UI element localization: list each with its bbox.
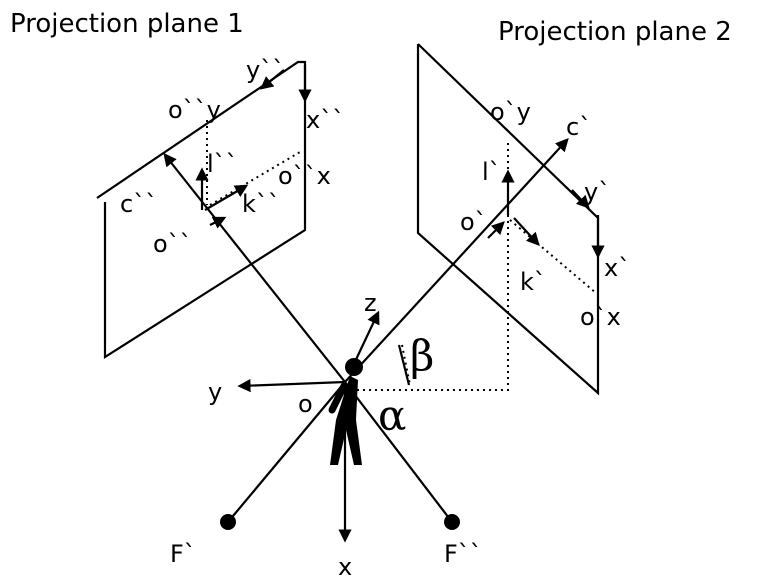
label-x-pp2: x` — [604, 254, 630, 282]
axis-k-pp1 — [204, 184, 249, 211]
label-o: o — [298, 390, 313, 418]
label-alpha: α — [378, 391, 406, 440]
label-c-pp2: c` — [566, 113, 591, 141]
label-ox-pp2: o`x — [580, 303, 621, 331]
label-y: y — [208, 378, 222, 406]
dotted-ox-pp2 — [509, 219, 597, 294]
label-l-pp1: l`` — [207, 150, 238, 178]
label-x-pp1: x`` — [306, 106, 344, 134]
axis-y-pp1 — [259, 69, 285, 90]
dotted-ground-projection — [345, 140, 509, 391]
beta-angle-mark — [401, 344, 411, 386]
point-f1 — [220, 514, 236, 530]
ray-to-c-pp1 — [163, 152, 346, 383]
observer-figure — [328, 358, 363, 465]
axis-y — [237, 379, 346, 393]
label-x: x — [338, 553, 352, 579]
plane1-title: Projection plane 1 — [10, 9, 244, 39]
ray-to-f1 — [227, 381, 346, 523]
ray-to-c-pp2 — [344, 138, 569, 383]
projection-plane-2 — [416, 43, 600, 396]
label-ox-pp1: o``x — [278, 162, 331, 190]
label-z: z — [364, 289, 377, 317]
label-y-pp2: y` — [584, 178, 610, 206]
label-c-pp1: c`` — [120, 190, 157, 218]
label-f2: F`` — [444, 540, 482, 568]
label-y-pp1: y`` — [246, 56, 284, 84]
point-f2 — [444, 514, 460, 530]
label-k-pp2: k` — [520, 268, 546, 296]
label-f1: F` — [170, 540, 196, 568]
arrow-o-pp2 — [487, 221, 505, 239]
axis-y-pp2 — [571, 189, 590, 209]
label-o-pp1: o`` — [153, 230, 192, 258]
label-oy-pp1: o``y — [168, 96, 221, 124]
arrow-o-pp1 — [209, 216, 227, 229]
label-k-pp1: k`` — [242, 190, 280, 218]
label-o-pp2: o` — [460, 208, 487, 236]
label-beta: β — [410, 331, 434, 380]
label-oy-pp2: o`y — [490, 98, 531, 126]
ray-to-f2 — [344, 381, 453, 523]
axis-k-pp2 — [513, 217, 540, 246]
beta-arc — [397, 344, 411, 386]
plane2-title: Projection plane 2 — [498, 17, 732, 47]
label-l-pp2: l` — [482, 158, 501, 186]
